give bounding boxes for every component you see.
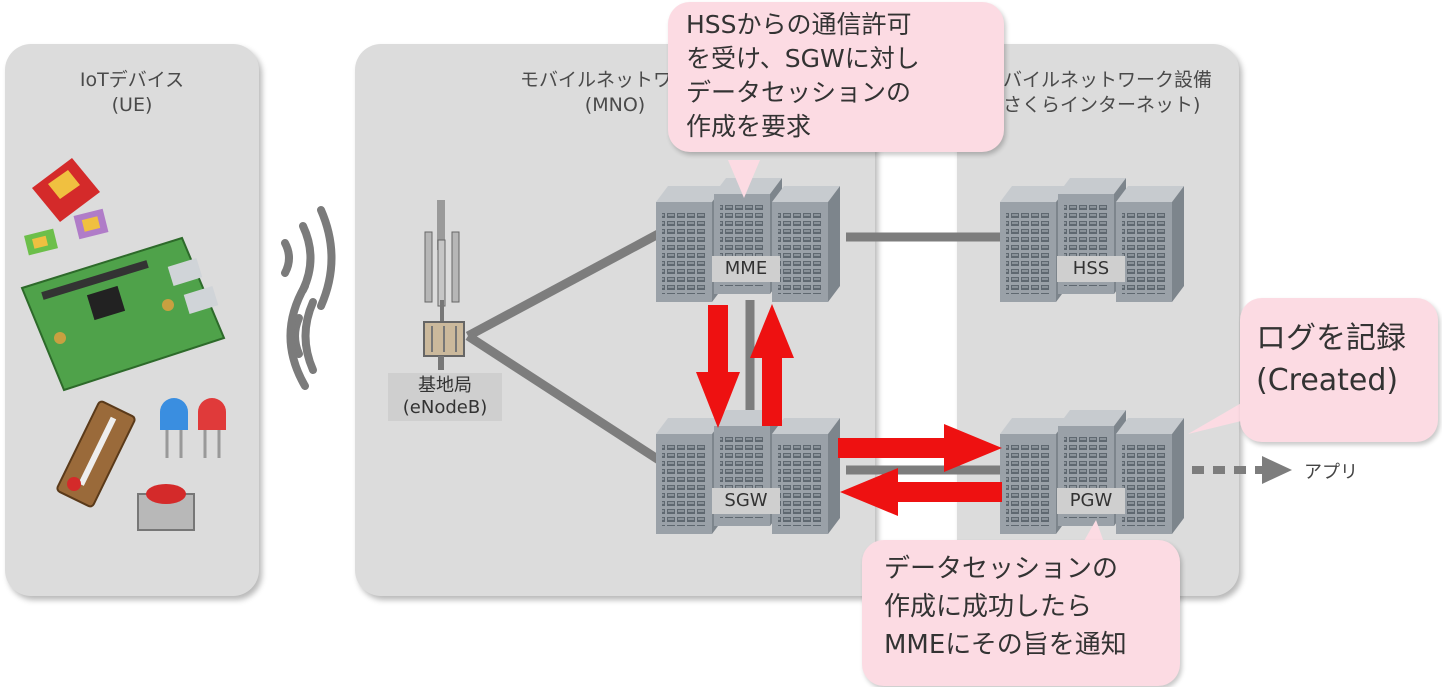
enodeb-label-line2: (eNodeB): [402, 397, 488, 418]
antenna-tower-icon: [423, 200, 465, 370]
led-icon: [160, 398, 188, 458]
app-arrow-head: [1262, 456, 1292, 484]
enodeb-label-line1: 基地局: [418, 375, 472, 396]
pgw-to-sgw-arrow: [840, 468, 1002, 516]
mme-to-sgw-arrow: [696, 305, 740, 428]
sim-card-icon: [73, 208, 109, 240]
mme-label: MME: [712, 256, 780, 282]
session-success-callout: データセッションの 作成に成功したら MMEにその旨を通知: [862, 540, 1180, 686]
led-icon: [198, 398, 226, 458]
wireless-signal-icon: [281, 206, 336, 390]
pgw-label: PGW: [1057, 488, 1125, 514]
sakura-title-line2: (さくらインターネット): [995, 94, 1201, 116]
sgw-label: SGW: [712, 488, 780, 514]
mno-title-line2: (MNO): [584, 94, 646, 116]
mno-title-line1: モバイルネットワーク: [519, 69, 710, 91]
ue-title-line1: IoTデバイス: [79, 69, 185, 91]
enodeb-label: 基地局 (eNodeB): [388, 373, 502, 421]
sgw-to-pgw-arrow: [838, 424, 1002, 472]
on-button-icon: [137, 484, 195, 531]
hss-label: HSS: [1057, 256, 1125, 282]
sim-card-icon: [32, 158, 100, 222]
ue-panel-title: IoTデバイス (UE): [5, 68, 259, 118]
hss-permission-callout: HSSからの通信許可 を受け、SGWに対し データセッションの 作成を要求: [668, 2, 1004, 152]
mno-panel-title: モバイルネットワーク (MNO): [470, 68, 760, 118]
sakura-panel-title: モバイルネットワーク設備 (さくらインターネット): [962, 68, 1234, 118]
thermometer-icon: [56, 400, 136, 508]
sim-card-icon: [24, 228, 58, 256]
sgw-to-mme-arrow: [750, 304, 794, 426]
log-record-callout: ログを記録 (Created): [1240, 298, 1438, 442]
ue-title-line2: (UE): [111, 94, 153, 116]
sakura-title-line1: モバイルネットワーク設備: [983, 69, 1212, 91]
raspberry-pi-board-icon: [20, 236, 226, 392]
app-label: アプリ: [1304, 462, 1358, 483]
